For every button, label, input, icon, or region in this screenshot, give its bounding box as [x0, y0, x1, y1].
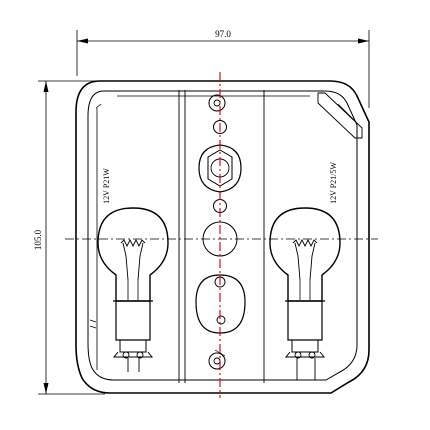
- right-bulb: 12V P21/5W: [269, 162, 341, 380]
- right-bulb-label: 12V P21/5W: [329, 162, 338, 204]
- height-dimension: 105.0: [33, 80, 105, 395]
- housing-ribs: [178, 90, 265, 383]
- width-label: 97.0: [215, 29, 231, 39]
- left-bulb: 12V P21W: [97, 168, 169, 372]
- height-label: 105.0: [33, 229, 43, 250]
- left-bulb-label: 12V P21W: [102, 168, 111, 204]
- lamp-housing: [75, 80, 370, 394]
- center-lines: [65, 72, 378, 398]
- width-dimension: 97.0: [76, 29, 370, 108]
